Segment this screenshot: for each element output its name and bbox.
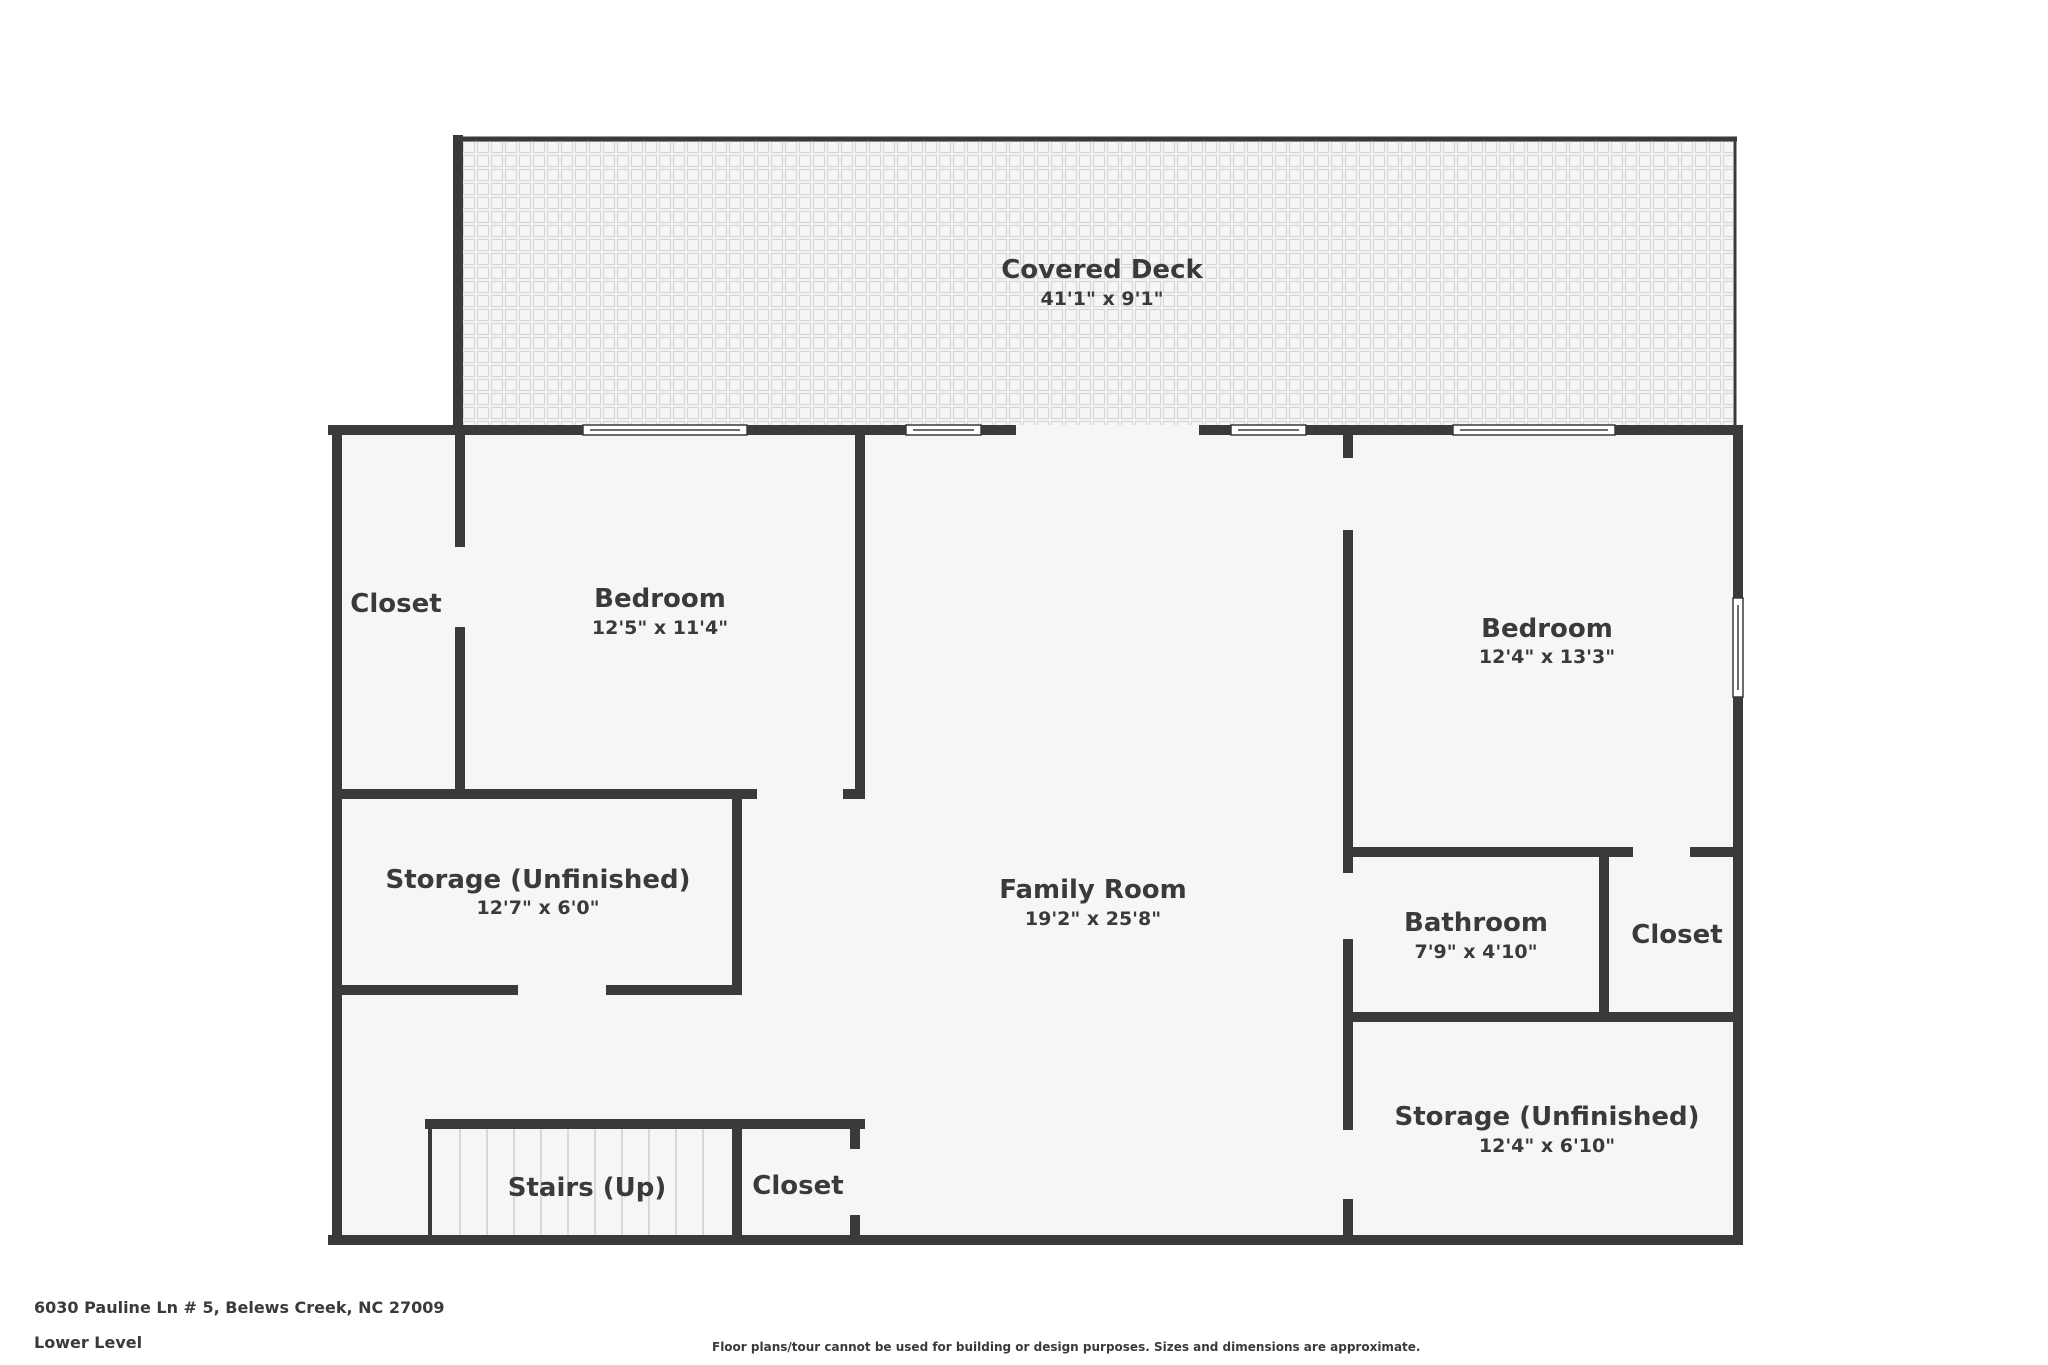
bedroom-left-dims: 12'5" x 11'4" [592, 617, 728, 639]
room-labels: Covered Deck 41'1" x 9'1" Closet Bedroom… [350, 255, 1722, 1203]
bathroom-label: Bathroom [1404, 908, 1548, 938]
storage-left-dims: 12'7" x 6'0" [476, 897, 599, 919]
covered-deck-label: Covered Deck [1001, 255, 1203, 285]
storage-left-label: Storage (Unfinished) [386, 865, 691, 895]
property-address: 6030 Pauline Ln # 5, Belews Creek, NC 27… [34, 1298, 445, 1317]
family-room-label: Family Room [999, 875, 1187, 905]
bathroom-dims: 7'9" x 4'10" [1414, 941, 1537, 963]
covered-deck-area [458, 140, 1733, 425]
family-room-dims: 19'2" x 25'8" [1025, 908, 1161, 930]
bedroom-right-dims: 12'4" x 13'3" [1479, 646, 1615, 668]
stair-treads [459, 1128, 704, 1236]
stairs-label: Stairs (Up) [508, 1173, 666, 1203]
storage-right-dims: 12'4" x 6'10" [1479, 1135, 1615, 1157]
closet-right-label: Closet [1631, 920, 1722, 950]
bedroom-left-label: Bedroom [594, 584, 726, 614]
covered-deck-dims: 41'1" x 9'1" [1040, 288, 1163, 310]
deck-outline [453, 135, 1737, 425]
walls [328, 425, 1743, 1245]
disclaimer-text: Floor plans/tour cannot be used for buil… [712, 1340, 1421, 1354]
closet-left-label: Closet [350, 589, 441, 619]
closet-stairs-label: Closet [752, 1171, 843, 1201]
interior-floor [333, 425, 1738, 1240]
bedroom-right-label: Bedroom [1481, 614, 1613, 644]
floor-level-label: Lower Level [34, 1333, 143, 1352]
windows [582, 424, 1744, 698]
storage-right-label: Storage (Unfinished) [1395, 1102, 1700, 1132]
